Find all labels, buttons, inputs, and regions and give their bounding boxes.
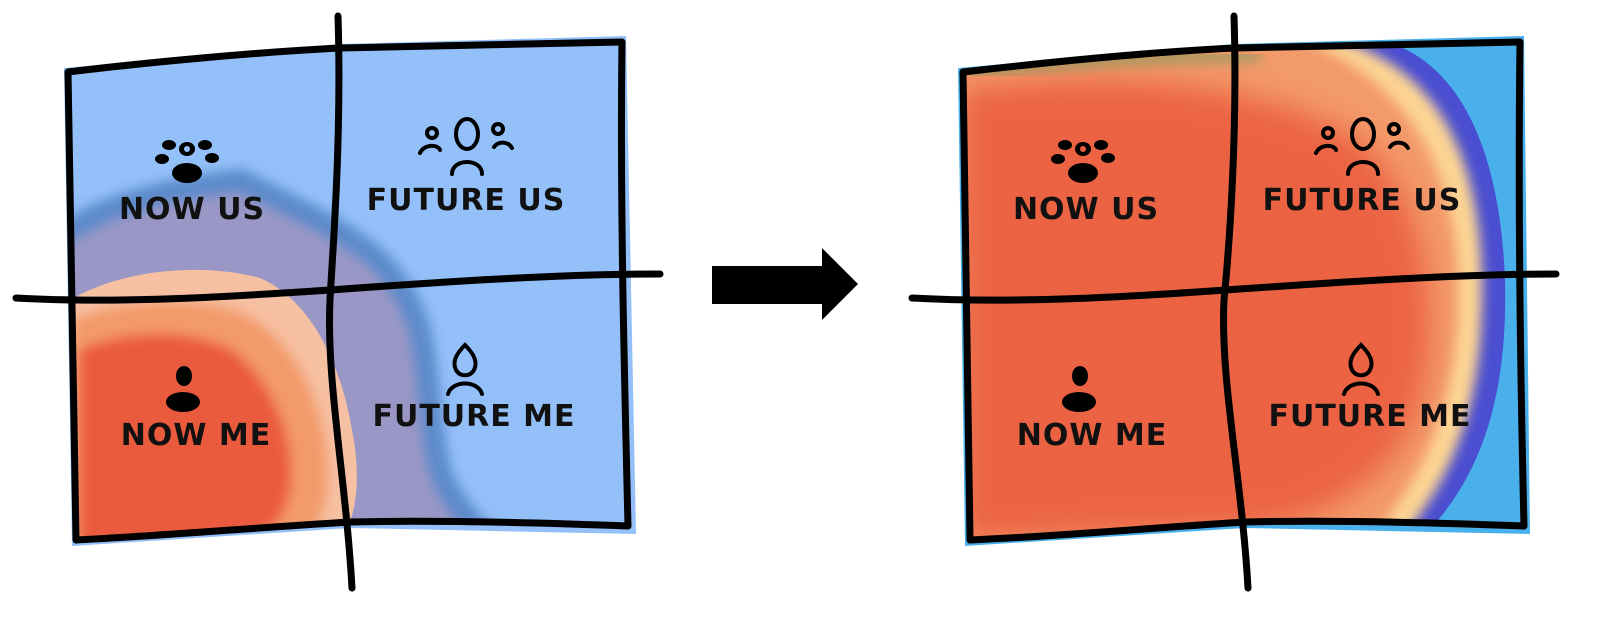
group-people-icon (1314, 117, 1410, 176)
right-vertical-divider (1220, 12, 1252, 592)
solid-person-icon (1062, 366, 1096, 412)
left-label-future-us: FUTURE US (367, 183, 566, 218)
right-label-now-me: NOW ME (1017, 418, 1168, 453)
left-horizontal-divider (12, 270, 664, 304)
right-label-future-me: FUTURE ME (1268, 399, 1471, 434)
left-frame (64, 38, 632, 544)
solid-person-icon (166, 366, 200, 412)
right-label-now-us: NOW US (1013, 192, 1159, 227)
outline-person-icon (446, 342, 484, 396)
paw-group-icon (1051, 140, 1115, 183)
right-arrow-icon (712, 248, 858, 320)
left-color-wash (64, 36, 636, 546)
left-vertical-divider (326, 12, 356, 592)
right-horizontal-divider (908, 270, 1560, 304)
outline-person-icon (1342, 342, 1380, 396)
right-label-future-us: FUTURE US (1263, 183, 1462, 218)
right-red-core (963, 80, 1430, 540)
left-label-now-us: NOW US (119, 192, 265, 227)
left-grid: NOW US FUTURE US NOW ME FUTURE ME (12, 12, 664, 592)
left-label-future-me: FUTURE ME (372, 399, 575, 434)
left-blue-edge (70, 168, 491, 540)
left-red-core (80, 335, 291, 540)
paw-group-icon (155, 140, 219, 183)
group-people-icon (418, 117, 514, 176)
right-grid: NOW US FUTURE US NOW ME FUTURE ME (908, 12, 1560, 592)
right-frame (959, 38, 1528, 544)
left-label-now-me: NOW ME (121, 418, 272, 453)
